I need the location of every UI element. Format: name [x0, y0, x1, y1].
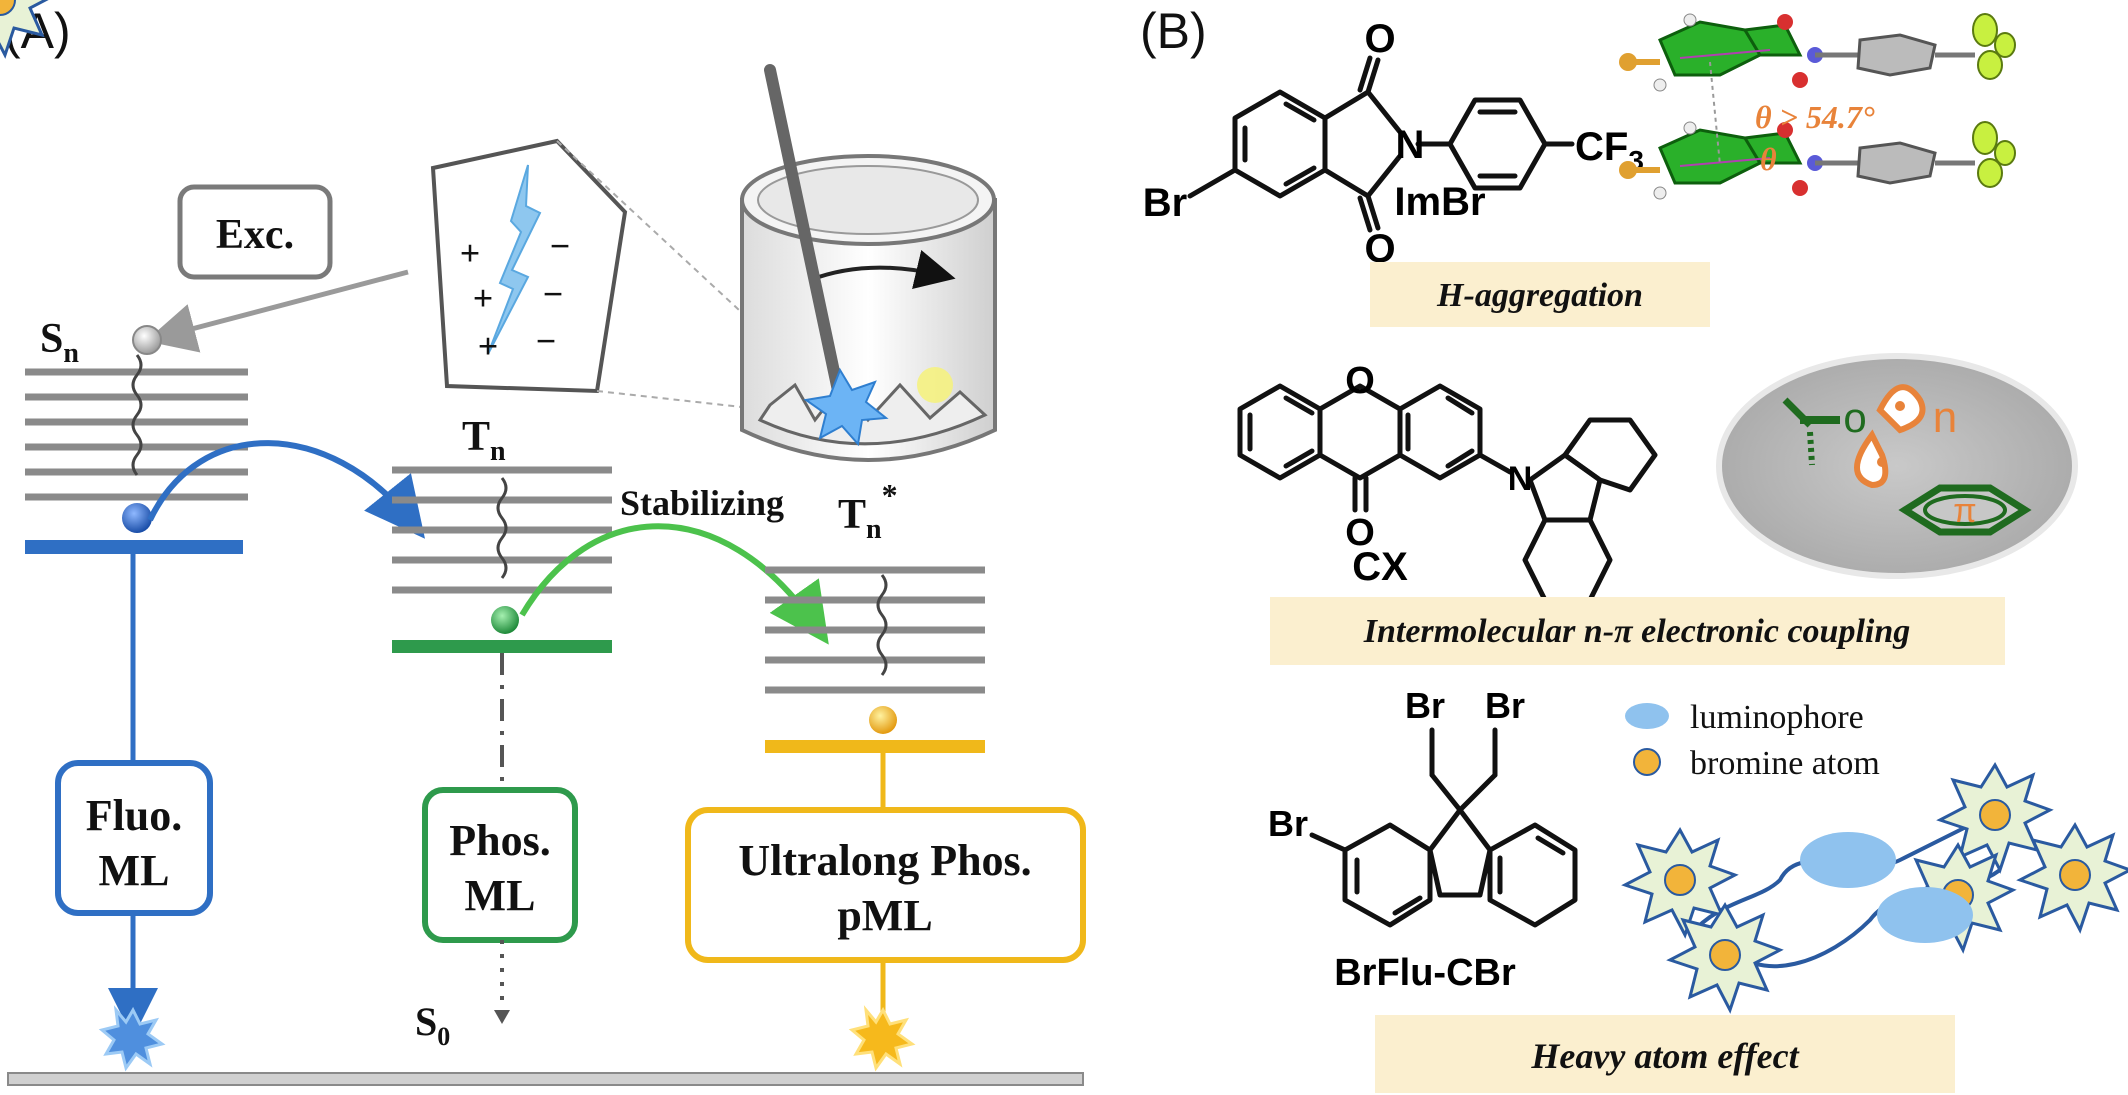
cx-structure: [1237, 383, 1658, 603]
s0-label: S0: [415, 999, 450, 1051]
imbr-o-top: O: [1364, 17, 1395, 61]
stabilizing-label: Stabilizing: [620, 483, 784, 523]
plus-sign: +: [478, 326, 499, 366]
tnstar-relaxation-wave: [876, 574, 888, 676]
lightning-icon: [487, 164, 542, 355]
fluo-label-1: Fluo.: [86, 791, 183, 840]
grinding-cup-icon: [740, 64, 997, 462]
ground-state-line: [7, 1072, 1084, 1086]
crystal-packing-image: [1619, 13, 2015, 199]
luminophore-legend-icon: [1625, 703, 1669, 729]
tn-relaxation-wave: [496, 477, 508, 579]
sn-levels: [25, 368, 248, 501]
tnstar-level: [765, 740, 985, 753]
tnstar-ball: [869, 706, 897, 734]
brflu-name: BrFlu-CBr: [1334, 952, 1516, 994]
cx-o-ring: O: [1345, 360, 1375, 402]
minus-sign: −: [536, 321, 557, 361]
theta-angle-label: θ > 54.7°: [1755, 99, 1875, 135]
ultralong-label-1: Ultralong Phos.: [738, 836, 1031, 885]
tnstar-levels: [765, 566, 985, 694]
isc-arrow: [147, 440, 426, 539]
imbr-n: N: [1396, 123, 1425, 167]
brflu-structure: [1309, 727, 1578, 928]
exc-box: [177, 184, 333, 280]
charge-inset: [430, 138, 628, 394]
sn-relaxation-wave: [131, 354, 143, 476]
heavy-atom-banner: [1375, 1015, 1955, 1093]
heavy-atom-illustration: [0, 0, 2128, 1012]
cx-name: CX: [1352, 545, 1408, 589]
ultralong-label-2: pML: [837, 891, 932, 940]
exc-label: Exc.: [216, 212, 294, 258]
panel-b-label: (B): [1140, 3, 1207, 59]
plus-sign: +: [473, 278, 494, 318]
imbr-structure: [1187, 55, 1575, 233]
t1-ball: [491, 606, 519, 634]
imbr-name: ImBr: [1394, 180, 1485, 224]
tn-label: Tn: [462, 414, 506, 467]
minus-sign: −: [543, 274, 564, 314]
h-aggregation-label: H-aggregation: [1436, 277, 1643, 314]
panel-a: (A) Exc. + + + − − − Sn: [4, 3, 1086, 1086]
n-pi-coupling-illustration: [1716, 353, 2078, 579]
plus-sign: +: [460, 233, 481, 273]
bromine-legend-icon: [1633, 748, 1661, 776]
sn-excited-ball: [132, 325, 162, 355]
fluo-flash-icon: [98, 1005, 166, 1072]
brflu-br-1: Br: [1405, 685, 1445, 726]
s0-arrowhead: [494, 1010, 510, 1024]
bromine-legend-label: bromine atom: [1690, 745, 1880, 782]
sn-label: Sn: [40, 316, 79, 369]
luminophore-legend-label: luminophore: [1690, 699, 1864, 736]
excitation-arrow: [145, 269, 409, 353]
h-aggregation-banner: [1370, 262, 1710, 327]
coupling-label: Intermolecular n-π electronic coupling: [1363, 613, 1911, 650]
stabilizing-arrow: [519, 523, 829, 645]
pi-orbital-glyph: π: [1953, 492, 1976, 530]
fluo-label-2: ML: [99, 846, 170, 895]
minus-sign: −: [550, 226, 571, 266]
theta-symbol: θ: [1760, 141, 1777, 177]
s1-ball: [122, 503, 152, 533]
brflu-br-3: Br: [1268, 803, 1308, 844]
imbr-br: Br: [1143, 181, 1187, 225]
heavy-atom-label: Heavy atom effect: [1530, 1036, 1799, 1076]
phos-label-2: ML: [465, 871, 536, 920]
phos-label-1: Phos.: [449, 816, 550, 865]
brflu-br-2: Br: [1485, 685, 1525, 726]
s1-level: [25, 540, 243, 554]
coupling-banner: [1270, 597, 2005, 665]
n-orbital-glyph: n: [1933, 393, 1957, 442]
tnstar-label: Tn*: [838, 477, 898, 545]
pml-flash-icon: [848, 1005, 916, 1072]
cx-n: N: [1508, 460, 1533, 498]
tn-levels: [392, 466, 612, 594]
t1-level: [392, 640, 612, 653]
oxygen-glyph: o: [1843, 394, 1866, 441]
cx-o-keto: O: [1345, 512, 1375, 554]
